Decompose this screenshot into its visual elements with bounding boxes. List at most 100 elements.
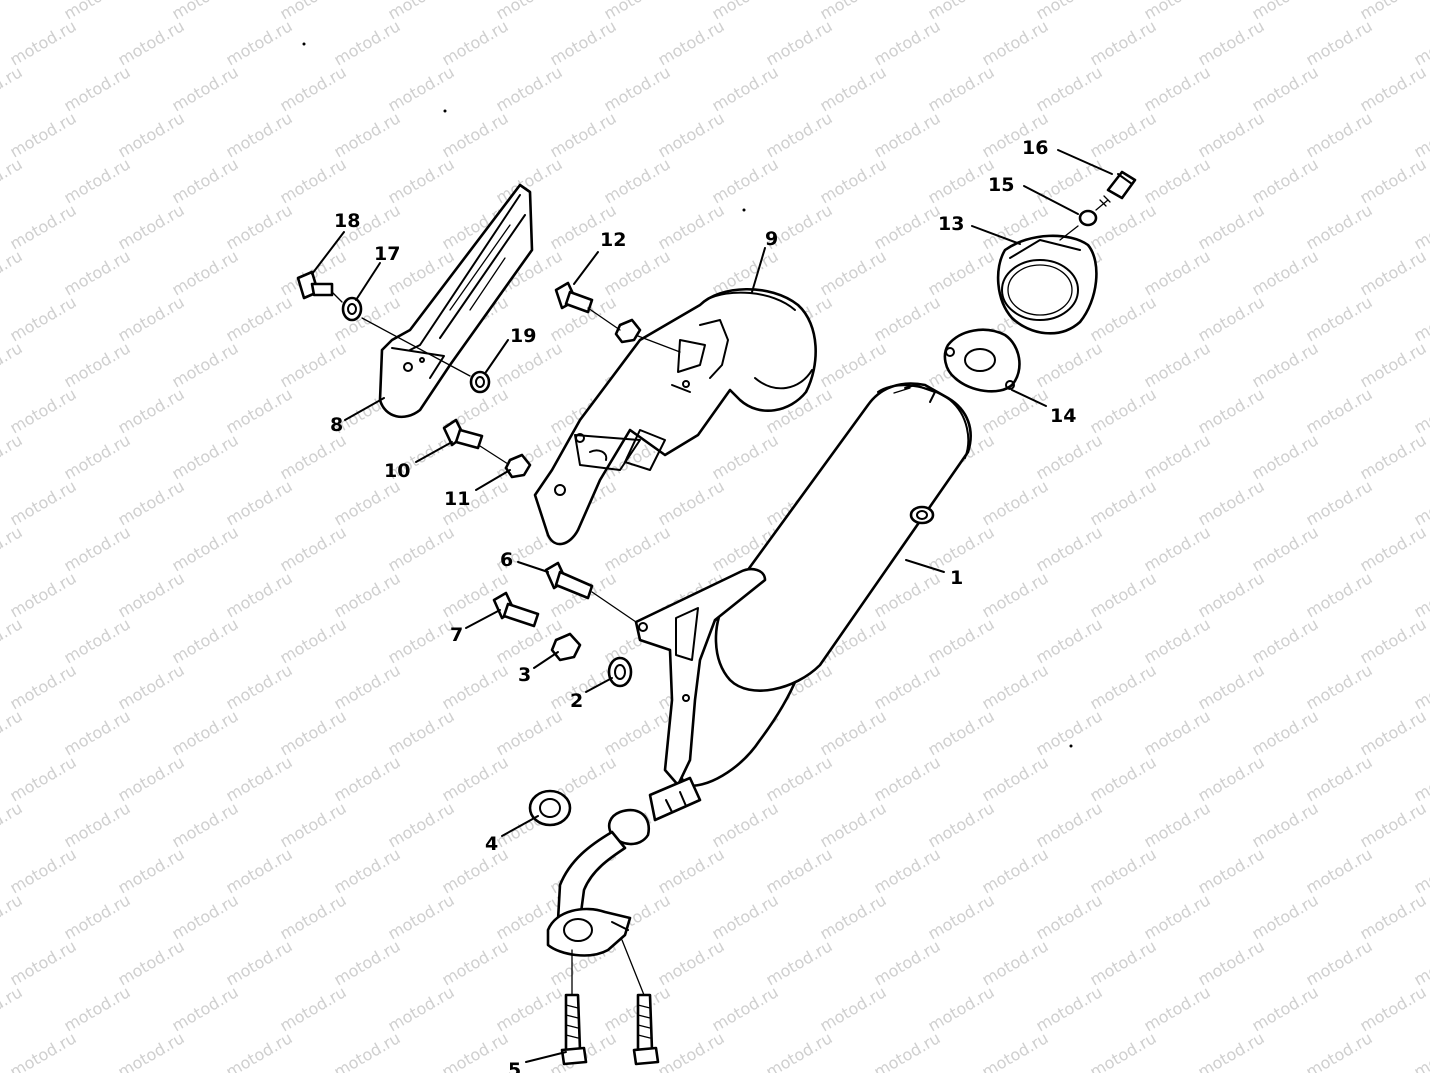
watermark-text: motod.ru bbox=[1141, 338, 1214, 391]
watermark-text: motod.ru bbox=[331, 16, 404, 69]
watermark-text: motod.ru bbox=[763, 108, 836, 161]
watermark-text: motod.ru bbox=[115, 752, 188, 805]
watermark-text: motod.ru bbox=[1411, 1028, 1430, 1073]
watermark-text: motod.ru bbox=[1087, 16, 1160, 69]
watermark-text: motod.ru bbox=[61, 62, 134, 115]
watermark-text: motod.ru bbox=[1141, 154, 1214, 207]
watermark-text: motod.ru bbox=[1357, 338, 1430, 391]
watermark-text: motod.ru bbox=[331, 660, 404, 713]
watermark-text: motod.ru bbox=[0, 890, 26, 943]
watermark-text: motod.ru bbox=[1033, 62, 1106, 115]
watermark-text: motod.ru bbox=[223, 660, 296, 713]
watermark-text: motod.ru bbox=[223, 384, 296, 437]
assembly-lines bbox=[331, 199, 1109, 996]
watermark-text: motod.ru bbox=[1357, 614, 1430, 667]
callout-8: 8 bbox=[330, 414, 343, 436]
watermark-text: motod.ru bbox=[61, 154, 134, 207]
watermark-text: motod.ru bbox=[1195, 936, 1268, 989]
watermark-text: motod.ru bbox=[817, 338, 890, 391]
watermark-text: motod.ru bbox=[1249, 338, 1322, 391]
watermark-text: motod.ru bbox=[1033, 338, 1106, 391]
watermark-text: motod.ru bbox=[871, 844, 944, 897]
watermark-text: motod.ru bbox=[277, 798, 350, 851]
watermark-text: motod.ru bbox=[871, 752, 944, 805]
watermark-text: motod.ru bbox=[115, 200, 188, 253]
watermark-text: motod.ru bbox=[979, 660, 1052, 713]
watermark-text: motod.ru bbox=[763, 16, 836, 69]
watermark-text: motod.ru bbox=[1249, 430, 1322, 483]
watermark-text: motod.ru bbox=[817, 62, 890, 115]
watermark-text: motod.ru bbox=[385, 706, 458, 759]
watermark-text: motod.ru bbox=[277, 430, 350, 483]
watermark-text: motod.ru bbox=[925, 154, 998, 207]
watermark-text: motod.ru bbox=[1141, 798, 1214, 851]
watermark-text: motod.ru bbox=[1357, 522, 1430, 575]
watermark-text: motod.ru bbox=[547, 108, 620, 161]
watermark-text: motod.ru bbox=[493, 62, 566, 115]
watermark-text: motod.ru bbox=[0, 246, 26, 299]
watermark-text: motod.ru bbox=[601, 522, 674, 575]
watermark-text: motod.ru bbox=[1195, 108, 1268, 161]
part-3-nut bbox=[550, 632, 582, 662]
watermark-text: motod.ru bbox=[7, 476, 80, 529]
scan-specks bbox=[302, 42, 1073, 748]
watermark-text: motod.ru bbox=[7, 384, 80, 437]
watermark-text: motod.ru bbox=[925, 982, 998, 1035]
watermark-text: motod.ru bbox=[7, 752, 80, 805]
watermark-text: motod.ru bbox=[7, 200, 80, 253]
watermark-text: motod.ru bbox=[1195, 1028, 1268, 1073]
watermark-text: motod.ru bbox=[115, 936, 188, 989]
watermark-text: motod.ru bbox=[331, 108, 404, 161]
watermark-text: motod.ru bbox=[493, 706, 566, 759]
watermark-text: motod.ru bbox=[439, 752, 512, 805]
callout-17: 17 bbox=[374, 243, 400, 265]
watermark-text: motod.ru bbox=[1141, 62, 1214, 115]
muffler-cover bbox=[533, 288, 817, 546]
watermark-text: motod.ru bbox=[1033, 982, 1106, 1035]
watermark-text: motod.ru bbox=[655, 844, 728, 897]
watermark-text: motod.ru bbox=[385, 890, 458, 943]
watermark-text: motod.ru bbox=[115, 108, 188, 161]
watermark-text: motod.ru bbox=[1195, 568, 1268, 621]
watermark-text: motod.ru bbox=[385, 522, 458, 575]
watermark-text: motod.ru bbox=[817, 982, 890, 1035]
watermark-text: motod.ru bbox=[1087, 292, 1160, 345]
watermark-text: motod.ru bbox=[0, 798, 26, 851]
watermark-text: motod.ru bbox=[1249, 522, 1322, 575]
watermark-text: motod.ru bbox=[925, 62, 998, 115]
watermark-text: motod.ru bbox=[871, 16, 944, 69]
watermark-text: motod.ru bbox=[1249, 614, 1322, 667]
watermark-text: motod.ru bbox=[169, 246, 242, 299]
watermark-text: motod.ru bbox=[115, 292, 188, 345]
watermark-text: motod.ru bbox=[1303, 660, 1376, 713]
watermark-text: motod.ru bbox=[1357, 154, 1430, 207]
watermark-text: motod.ru bbox=[1249, 154, 1322, 207]
watermark-text: motod.ru bbox=[0, 430, 26, 483]
watermark-text: motod.ru bbox=[1195, 752, 1268, 805]
watermark-text: motod.ru bbox=[331, 1028, 404, 1073]
watermark-text: motod.ru bbox=[1411, 292, 1430, 345]
watermark-text: motod.ru bbox=[655, 16, 728, 69]
watermark-text: motod.ru bbox=[601, 154, 674, 207]
watermark-text: motod.ru bbox=[925, 614, 998, 667]
watermark-text: motod.ru bbox=[601, 246, 674, 299]
watermark-text: motod.ru bbox=[7, 660, 80, 713]
part-15-washer bbox=[1078, 209, 1098, 227]
watermark-text: motod.ru bbox=[0, 0, 26, 23]
part-7-bolt bbox=[492, 591, 540, 628]
watermark-text: motod.ru bbox=[223, 292, 296, 345]
watermark-text: motod.ru bbox=[871, 660, 944, 713]
watermark-text: motod.ru bbox=[7, 568, 80, 621]
watermark-text: motod.ru bbox=[169, 706, 242, 759]
watermark-text: motod.ru bbox=[385, 154, 458, 207]
watermark-text: motod.ru bbox=[277, 982, 350, 1035]
hardware bbox=[296, 170, 1137, 1066]
watermark-text: motod.ru bbox=[871, 108, 944, 161]
part-11-nut bbox=[504, 453, 532, 479]
watermark-text: motod.ru bbox=[331, 752, 404, 805]
callout-3: 3 bbox=[518, 664, 531, 686]
watermark-text: motod.ru bbox=[223, 200, 296, 253]
watermark-text: motod.ru bbox=[1249, 798, 1322, 851]
watermark-text: motod.ru bbox=[1195, 384, 1268, 437]
